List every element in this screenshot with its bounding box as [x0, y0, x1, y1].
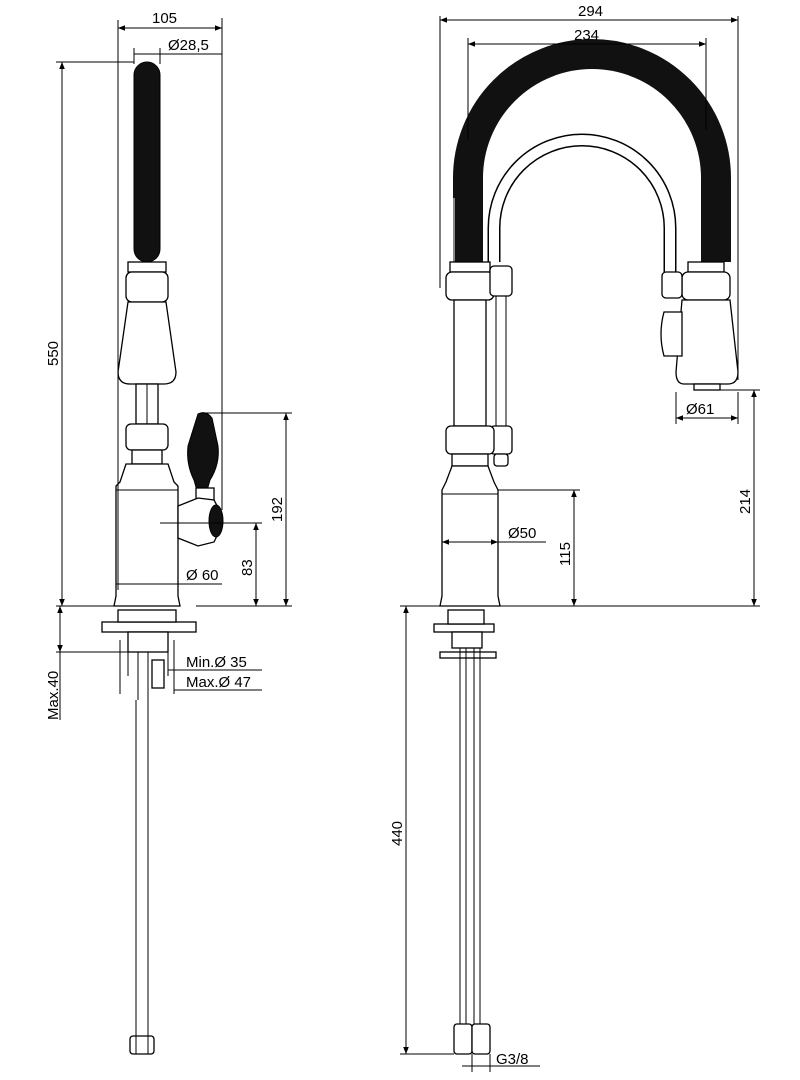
side-spray-head	[117, 301, 177, 385]
side-connector	[129, 1035, 155, 1055]
side-collar	[127, 261, 167, 273]
dim-side-body-diameter: Ø 60	[186, 567, 219, 584]
dim-side-deck-thickness: Max.40	[45, 671, 62, 720]
side-deck-plate	[101, 621, 197, 633]
dim-front-body-height: 115	[557, 542, 574, 566]
dim-front-head-diameter: Ø61	[686, 401, 714, 418]
dim-side-hole-max: Max.Ø 47	[186, 674, 251, 691]
front-connector-left	[453, 1023, 473, 1055]
dim-side-hole-min: Min.Ø 35	[186, 654, 247, 671]
dim-front-body-diameter: Ø50	[508, 525, 536, 542]
side-body	[113, 463, 181, 607]
dim-side-hose-diameter: Ø28,5	[168, 37, 209, 54]
front-connector-right	[471, 1023, 491, 1055]
side-hose	[133, 61, 161, 263]
side-dimensions: 105 Ø28,5 550 192 83 Ø 60 Min.Ø 35 Ma	[45, 10, 292, 720]
side-view	[101, 61, 224, 1055]
front-deck-plate	[433, 623, 495, 633]
dim-front-hose-length: 440	[389, 821, 406, 846]
dim-side-spout-height: 83	[239, 559, 256, 576]
dim-side-total-height: 550	[45, 341, 62, 366]
dim-front-overall-width: 294	[578, 3, 603, 20]
front-hose-arc	[453, 39, 731, 262]
dim-side-top-width: 105	[152, 10, 177, 27]
front-spray-head	[675, 299, 739, 385]
dim-front-head-clearance: 214	[737, 489, 754, 514]
front-body	[439, 465, 501, 607]
side-handle-lever	[187, 412, 219, 495]
front-view	[433, 39, 739, 1055]
front-dimensions: 294 234 Ø61 214 Ø50 115 440 G3/8	[389, 3, 760, 1072]
dim-front-connection: G3/8	[496, 1051, 529, 1068]
dim-front-arc-width: 234	[574, 27, 599, 44]
dim-side-handle-height: 192	[269, 497, 286, 522]
